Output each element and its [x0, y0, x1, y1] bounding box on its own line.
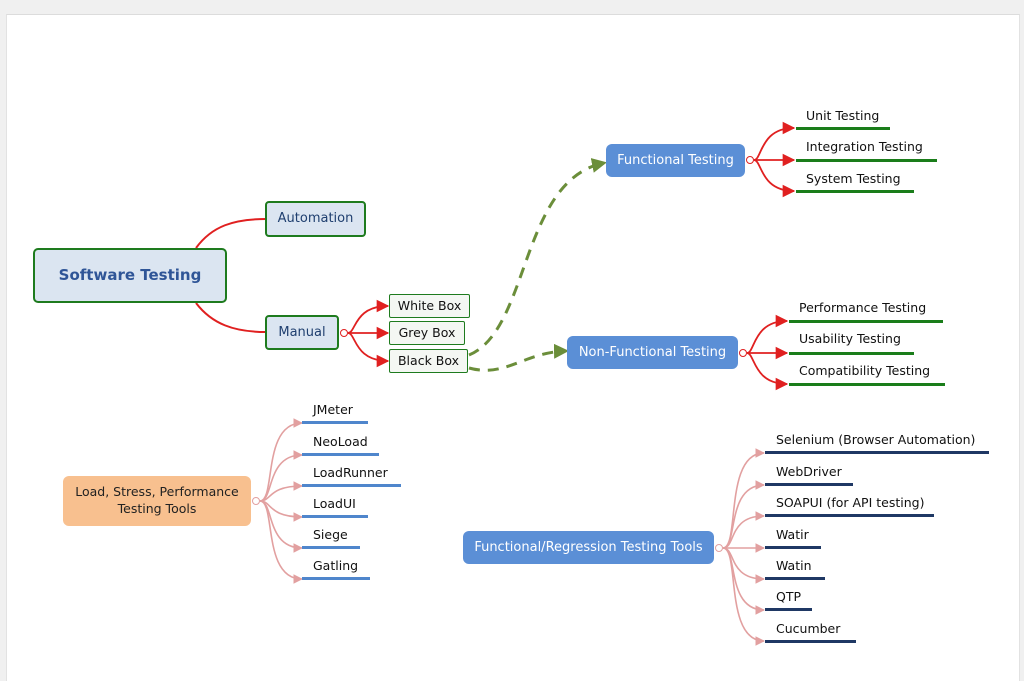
node-functional-regression-tools[interactable]: Functional/Regression Testing Tools	[463, 531, 714, 564]
node-black-box[interactable]: Black Box	[389, 349, 468, 373]
underline-compatibility-testing	[789, 383, 945, 386]
underline-watin	[765, 577, 825, 580]
leaf-compatibility-testing[interactable]: Compatibility Testing	[799, 363, 931, 378]
link-blackbox-functional	[468, 158, 607, 357]
underline-gatling	[302, 577, 370, 580]
underline-system-testing	[796, 190, 914, 193]
leaf-usability-testing[interactable]: Usability Testing	[799, 331, 901, 346]
leaf-siege[interactable]: Siege	[313, 527, 348, 542]
node-white-box[interactable]: White Box	[389, 294, 470, 318]
underline-loadui	[302, 515, 368, 518]
underline-jmeter	[302, 421, 368, 424]
leaf-selenium[interactable]: Selenium (Browser Automation)	[776, 432, 976, 447]
underline-webdriver	[765, 483, 853, 486]
collapse-toggle-functional[interactable]	[746, 156, 754, 164]
leaf-neoload[interactable]: NeoLoad	[313, 434, 368, 449]
branch-manual[interactable]: Manual	[265, 315, 339, 350]
node-non-functional-testing[interactable]: Non-Functional Testing	[567, 336, 738, 369]
node-grey-box[interactable]: Grey Box	[389, 321, 465, 345]
leaf-watir[interactable]: Watir	[776, 527, 809, 542]
underline-soapui	[765, 514, 934, 517]
underline-performance-testing	[789, 320, 943, 323]
leaf-jmeter[interactable]: JMeter	[313, 402, 353, 417]
link-root-manual	[195, 302, 267, 333]
leaf-performance-testing[interactable]: Performance Testing	[799, 300, 927, 315]
link-root-automation	[195, 218, 267, 249]
collapse-toggle-manual[interactable]	[340, 329, 348, 337]
collapse-toggle-regression-tools[interactable]	[715, 544, 723, 552]
leaf-webdriver[interactable]: WebDriver	[776, 464, 842, 479]
underline-usability-testing	[789, 352, 914, 355]
link-blackbox-nonfunctional	[468, 343, 569, 372]
underline-qtp	[765, 608, 812, 611]
root-node-software-testing[interactable]: Software Testing	[33, 248, 227, 303]
leaf-loadui[interactable]: LoadUI	[313, 496, 356, 511]
leaf-loadrunner[interactable]: LoadRunner	[313, 465, 388, 480]
collapse-toggle-nonfunctional[interactable]	[739, 349, 747, 357]
node-functional-testing[interactable]: Functional Testing	[606, 144, 745, 177]
underline-unit-testing	[796, 127, 890, 130]
collapse-toggle-load-tools[interactable]	[252, 497, 260, 505]
leaf-gatling[interactable]: Gatling	[313, 558, 359, 573]
underline-loadrunner	[302, 484, 401, 487]
leaf-integration-testing[interactable]: Integration Testing	[806, 139, 923, 154]
mindmap-canvas	[6, 14, 1020, 681]
underline-selenium	[765, 451, 989, 454]
underline-siege	[302, 546, 360, 549]
underline-neoload	[302, 453, 379, 456]
underline-watir	[765, 546, 821, 549]
node-load-stress-performance-tools[interactable]: Load, Stress, Performance Testing Tools	[63, 476, 251, 526]
underline-integration-testing	[796, 159, 937, 162]
leaf-system-testing[interactable]: System Testing	[806, 171, 901, 186]
branch-automation[interactable]: Automation	[265, 201, 366, 237]
leaf-watin[interactable]: Watin	[776, 558, 812, 573]
leaf-qtp[interactable]: QTP	[776, 589, 802, 604]
underline-cucumber	[765, 640, 856, 643]
leaf-soapui[interactable]: SOAPUI (for API testing)	[776, 495, 925, 510]
leaf-cucumber[interactable]: Cucumber	[776, 621, 841, 636]
leaf-unit-testing[interactable]: Unit Testing	[806, 108, 880, 123]
